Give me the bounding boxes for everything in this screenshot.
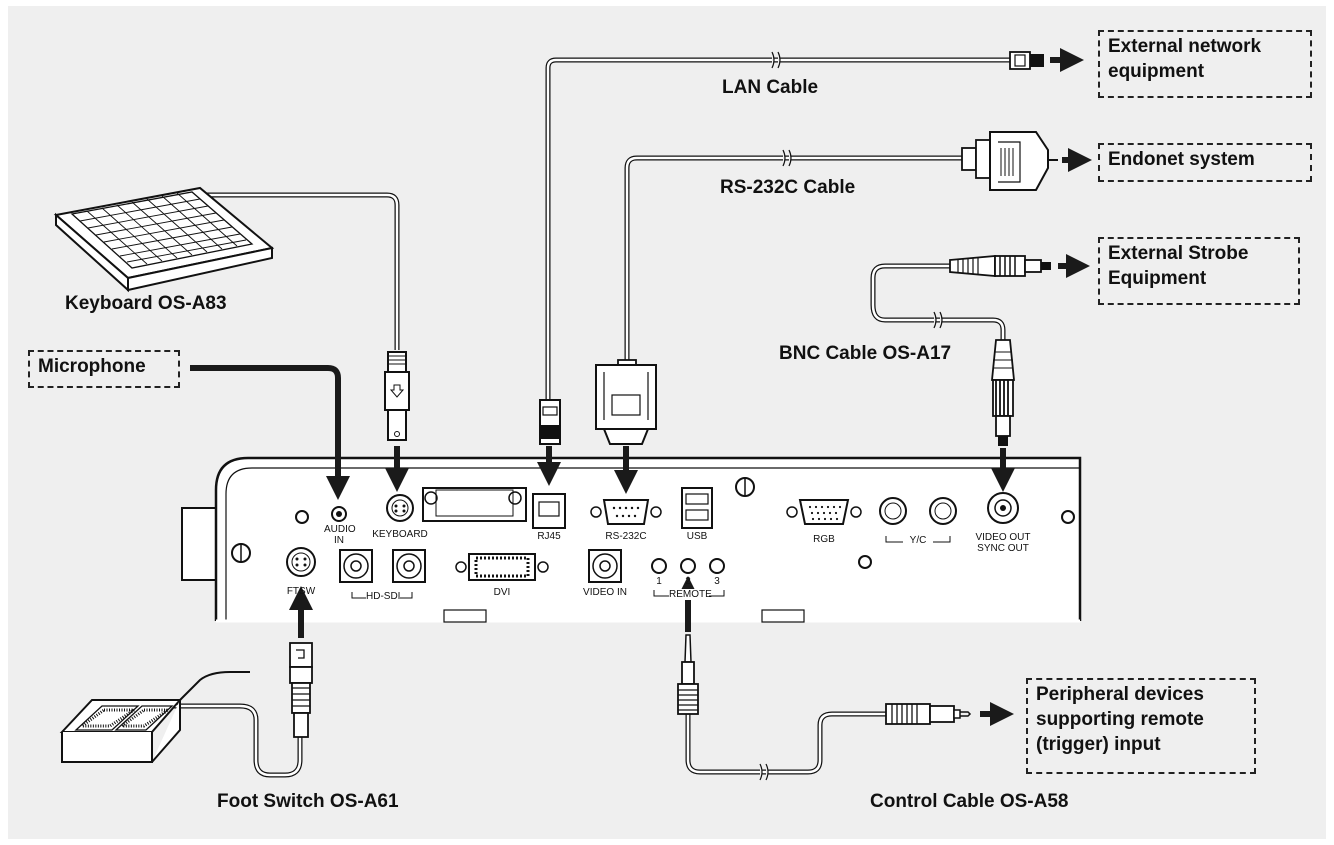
lan-cable-label: LAN Cable xyxy=(722,77,819,98)
video-out-label: VIDEO OUT SYNC OUT xyxy=(970,532,1036,554)
usb-port-label: USB xyxy=(686,531,708,542)
rgb-port-label: RGB xyxy=(813,534,835,545)
audio-in-label-line1: AUDIO xyxy=(324,524,356,535)
remote-port-label: REMOTE xyxy=(669,589,712,600)
peripheral-box: Peripheral devices supporting remote (tr… xyxy=(1026,678,1256,774)
peripheral-line3: (trigger) input xyxy=(1036,734,1161,755)
endonet-box: Endonet system xyxy=(1098,143,1312,182)
lan-cable xyxy=(539,48,1084,445)
keyboard-cable xyxy=(195,192,410,441)
keyboard-label: Keyboard OS-A83 xyxy=(65,293,227,314)
external-network-line1: External network xyxy=(1108,36,1262,57)
keyboard-port-label: KEYBOARD xyxy=(372,529,428,540)
endonet-label: Endonet system xyxy=(1108,149,1255,170)
video-in-port-label: VIDEO IN xyxy=(583,587,627,598)
bnc-cable-label: BNC Cable OS-A17 xyxy=(779,343,952,364)
hdsdi-port-label: HD-SDI xyxy=(366,591,401,602)
rear-panel xyxy=(181,456,1082,623)
microphone-box: Microphone xyxy=(28,350,180,388)
external-network-box: External network equipment xyxy=(1098,30,1312,98)
ftsw-port-label: FTSW xyxy=(286,586,316,597)
foot-switch-label: Foot Switch OS-A61 xyxy=(217,791,399,812)
connection-arrows xyxy=(289,446,1015,638)
remote-port-1-label: 1 xyxy=(656,576,662,587)
dvi-port-label: DVI xyxy=(493,587,511,598)
peripheral-line1: Peripheral devices xyxy=(1036,684,1204,705)
keyboard-icon xyxy=(53,186,275,293)
external-network-line2: equipment xyxy=(1108,61,1205,82)
foot-switch-cable xyxy=(170,642,313,778)
audio-in-label: AUDIO IN xyxy=(324,524,356,546)
microphone-cable xyxy=(190,365,341,488)
external-strobe-box: External Strobe Equipment xyxy=(1098,237,1300,305)
control-cable xyxy=(677,634,1014,781)
rj45-port-label: RJ45 xyxy=(537,531,561,542)
yc-port-label: Y/C xyxy=(903,535,933,546)
remote-port-3-label: 3 xyxy=(714,576,720,587)
external-strobe-line1: External Strobe xyxy=(1108,243,1249,264)
bnc-cable xyxy=(870,254,1090,446)
video-out-label-line2: SYNC OUT xyxy=(977,543,1029,554)
rs232c-cable-label: RS-232C Cable xyxy=(720,177,856,198)
video-out-label-line1: VIDEO OUT xyxy=(975,532,1031,543)
rs232c-port-label: RS-232C xyxy=(605,531,647,542)
screw-icon xyxy=(231,477,1075,569)
control-cable-label: Control Cable OS-A58 xyxy=(870,791,1069,812)
microphone-label: Microphone xyxy=(38,356,146,377)
foot-switch-icon xyxy=(59,671,250,763)
external-strobe-line2: Equipment xyxy=(1108,268,1207,289)
rs232c-cable xyxy=(595,131,1092,445)
peripheral-line2: supporting remote xyxy=(1036,709,1204,730)
remote-port-2-label: 2 xyxy=(685,576,691,587)
audio-in-label-line2: IN xyxy=(334,535,344,546)
